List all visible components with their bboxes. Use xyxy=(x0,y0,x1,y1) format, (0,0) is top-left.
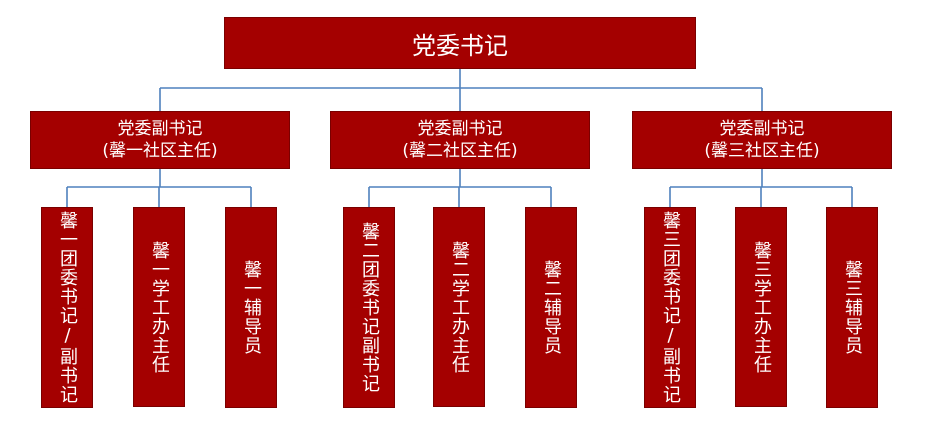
root-node-label: 党委书记 xyxy=(412,31,508,60)
group-2-subtitle: (馨二社区主任) xyxy=(402,141,518,161)
group-1-child-student-office: 馨一学工办主任 xyxy=(133,207,185,407)
group-1-child-3-label: 馨一辅导员 xyxy=(241,260,262,355)
group-2-child-counselor: 馨二辅导员 xyxy=(525,207,577,408)
group-3-child-3-label: 馨三辅导员 xyxy=(842,260,863,355)
group-2-title: 党委副书记 xyxy=(417,119,503,139)
group-3-child-student-office: 馨三学工办主任 xyxy=(735,207,787,407)
root-node-party-secretary: 党委书记 xyxy=(224,17,696,69)
group-3-title: 党委副书记 xyxy=(719,119,805,139)
group-1-title: 党委副书记 xyxy=(117,119,203,139)
group-1-child-1-label: 馨一团委书记/副书记 xyxy=(57,211,78,404)
group-1-child-2-label: 馨一学工办主任 xyxy=(149,240,170,374)
group-3-child-youth-league: 馨三团委书记/副书记 xyxy=(644,207,696,408)
group-1-deputy-secretary: 党委副书记 (馨一社区主任) xyxy=(30,111,290,169)
group-3-subtitle: (馨三社区主任) xyxy=(704,141,820,161)
group-3-deputy-secretary: 党委副书记 (馨三社区主任) xyxy=(632,111,892,169)
group-1-child-youth-league: 馨一团委书记/副书记 xyxy=(41,207,93,408)
group-3-child-counselor: 馨三辅导员 xyxy=(826,207,878,408)
group-1-child-counselor: 馨一辅导员 xyxy=(225,207,277,408)
group-2-deputy-secretary: 党委副书记 (馨二社区主任) xyxy=(330,111,590,169)
group-2-child-student-office: 馨二学工办主任 xyxy=(433,207,485,407)
group-2-child-1-label: 馨二团委书记副书记 xyxy=(359,222,380,393)
group-3-child-1-label: 馨三团委书记/副书记 xyxy=(660,211,681,404)
group-2-child-2-label: 馨二学工办主任 xyxy=(449,240,470,374)
group-1-subtitle: (馨一社区主任) xyxy=(102,141,218,161)
group-2-child-youth-league: 馨二团委书记副书记 xyxy=(343,207,395,408)
group-2-child-3-label: 馨二辅导员 xyxy=(541,260,562,355)
group-3-child-2-label: 馨三学工办主任 xyxy=(751,240,772,374)
